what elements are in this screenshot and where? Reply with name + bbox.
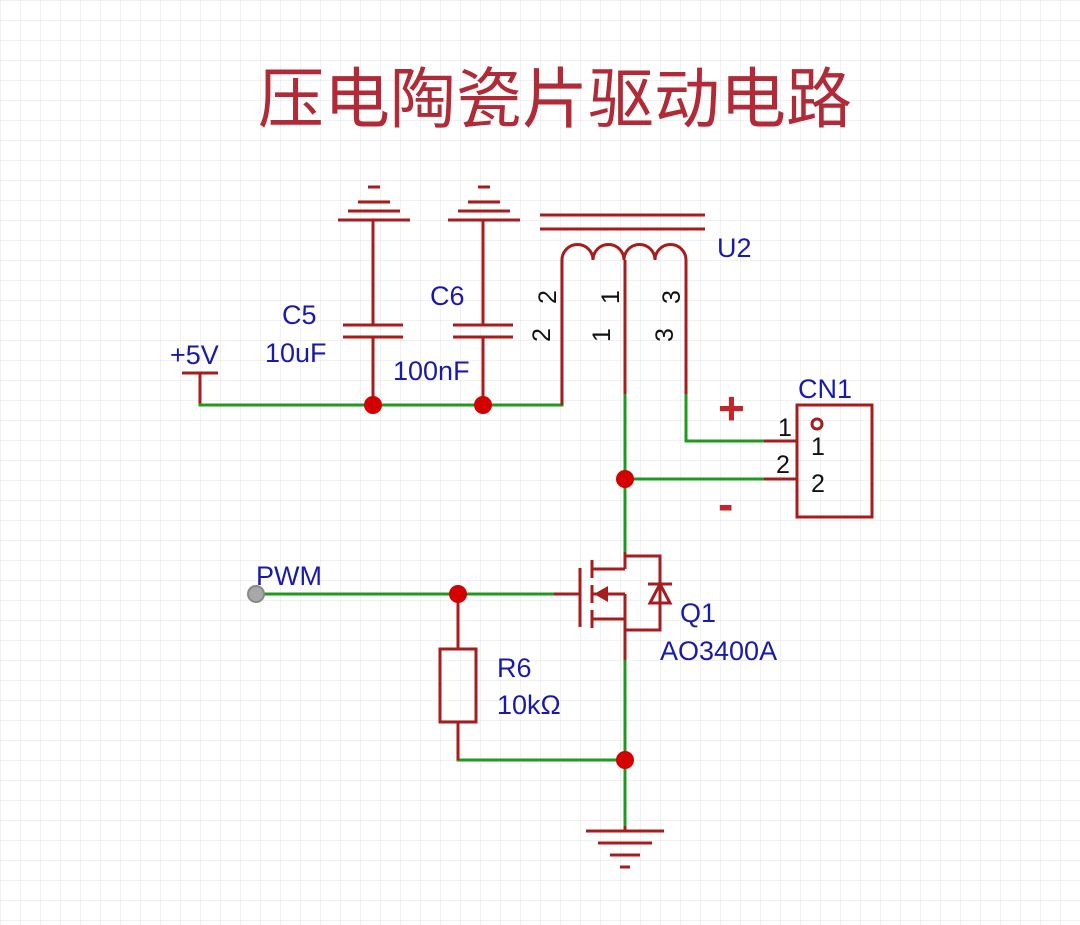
cn1-pin2-outer: 2 (776, 451, 790, 479)
capacitor-c6[interactable] (453, 220, 513, 405)
schematic-title: 压电陶瓷片驱动电路 (258, 61, 852, 138)
cn1-minus-sign: - (718, 478, 733, 530)
q1-value-label: AO3400A (660, 636, 777, 666)
cn1-ref-label: CN1 (798, 374, 852, 404)
c5-value-label: 10uF (265, 338, 327, 368)
junction-drain (616, 470, 634, 488)
junction-c5 (364, 396, 382, 414)
u2-pin1-inner: 1 (597, 290, 625, 304)
main-ground-icon (586, 826, 664, 869)
u2-pin2-outer: 2 (528, 328, 556, 342)
junction-source (616, 751, 634, 769)
capacitor-c5[interactable] (343, 220, 403, 405)
junction-gate (449, 585, 467, 603)
c5-ground-icon (338, 185, 410, 222)
connector-cn1[interactable] (764, 403, 874, 519)
cn1-plus-sign: + (718, 382, 745, 434)
resistor-r6[interactable] (438, 594, 478, 760)
transformer-u2[interactable] (540, 213, 705, 405)
u2-ref-label: U2 (717, 233, 752, 263)
u2-pin3-outer: 3 (651, 328, 679, 342)
pwm-net-label: PWM (256, 561, 322, 591)
junction-c6 (474, 396, 492, 414)
power-5v-symbol[interactable] (182, 371, 218, 405)
r6-ref-label: R6 (497, 653, 532, 683)
u2-pin3-inner: 3 (658, 290, 686, 304)
c6-value-label: 100nF (393, 356, 470, 386)
junctions (364, 396, 634, 769)
cn1-pin1-inner: 1 (811, 433, 825, 461)
power-5v-label: +5V (170, 340, 219, 370)
c5-ref-label: C5 (282, 300, 317, 330)
q1-ref-label: Q1 (680, 598, 716, 628)
mosfet-q1[interactable] (554, 552, 673, 660)
cn1-pin2-inner: 2 (811, 470, 825, 498)
u2-pin2-inner: 2 (534, 290, 562, 304)
cn1-pin1-outer: 1 (778, 414, 792, 442)
c6-ref-label: C6 (430, 281, 465, 311)
u2-pin1-outer: 1 (588, 328, 616, 342)
r6-value-label: 10kΩ (497, 690, 561, 720)
pwm-port-icon[interactable] (247, 585, 265, 603)
